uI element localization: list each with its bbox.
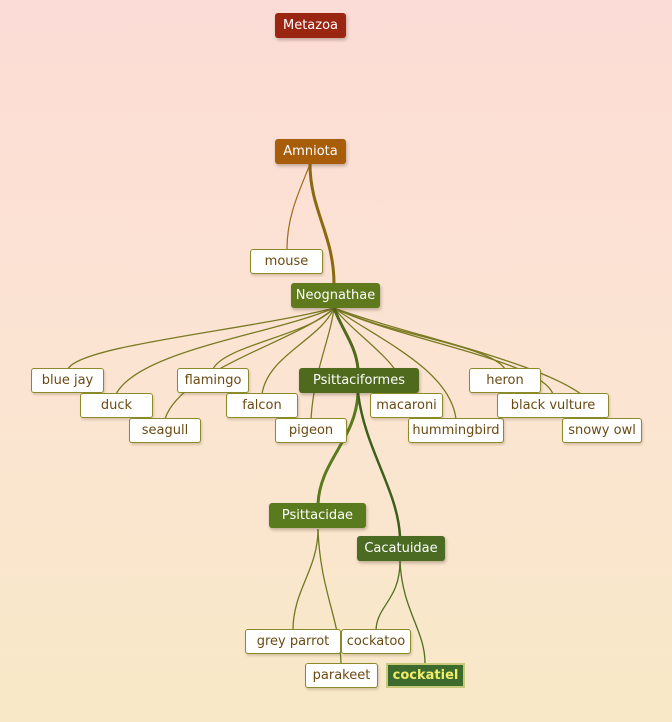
leaf-duck[interactable]: duck [80,393,153,418]
clade-amniota[interactable]: Amniota [275,139,346,164]
leaf-pigeon[interactable]: pigeon [275,418,347,443]
leaf-blue-jay[interactable]: blue jay [31,368,104,393]
clade-psittacidae[interactable]: Psittacidae [269,503,366,528]
edge-neo-falcon [261,307,335,395]
edge-psitt-psittacidae [316,392,360,505]
clade-cacatuidae[interactable]: Cacatuidae [357,536,445,561]
edge-neo-psittaciformes [332,307,360,370]
edge-neo-bluejay [67,307,335,370]
edge-neo-pigeon [310,307,335,420]
leaf-grey-parrot[interactable]: grey parrot [245,629,341,654]
edge-neo-flamingo [212,307,335,370]
clade-neognathae[interactable]: Neognathae [291,283,380,308]
edge-amniota-neognathae [308,163,336,285]
leaf-cockatoo[interactable]: cockatoo [341,629,411,654]
leaf-flamingo[interactable]: flamingo [177,368,249,393]
leaf-macaroni[interactable]: macaroni [370,393,443,418]
leaf-seagull[interactable]: seagull [129,418,201,443]
edge-cacatuidae-cockatiel [399,560,426,664]
clade-metazoa[interactable]: Metazoa [275,13,346,38]
edge-neo-duck [115,307,335,395]
edge-psittacidae-greyparrot [292,528,319,631]
leaf-cockatiel-highlighted[interactable]: cockatiel [386,663,465,688]
edge-cacatuidae-cockatoo [375,560,401,631]
leaf-black-vulture[interactable]: black vulture [497,393,609,418]
leaf-heron[interactable]: heron [469,368,541,393]
leaf-mouse[interactable]: mouse [250,249,323,274]
leaf-snowy-owl[interactable]: snowy owl [562,418,642,443]
edge-neo-blackvulture [333,307,554,395]
leaf-parakeet[interactable]: parakeet [305,663,378,688]
edge-amniota-mouse [286,163,311,250]
edge-psitt-cacatuidae [356,392,402,538]
edge-neo-hummingbird [333,307,457,420]
clade-psittaciformes[interactable]: Psittaciformes [299,368,419,393]
leaf-falcon[interactable]: falcon [226,393,298,418]
leaf-hummingbird[interactable]: hummingbird [408,418,504,443]
